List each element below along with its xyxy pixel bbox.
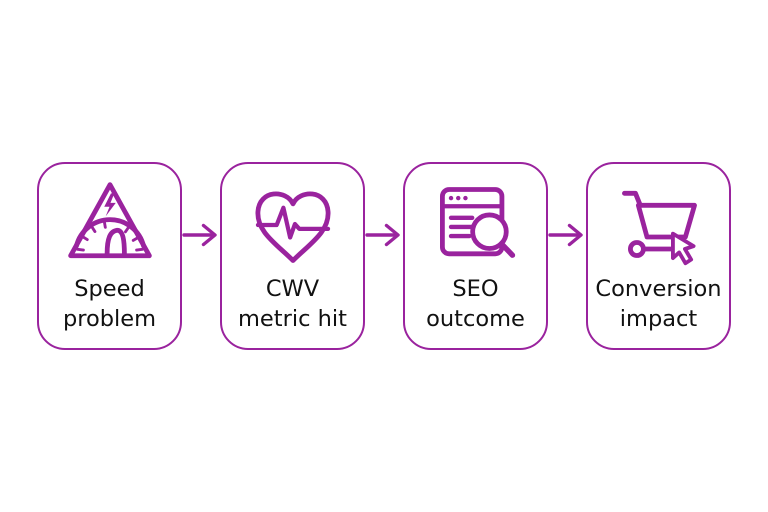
step-label-line2: metric hit	[238, 306, 347, 332]
arrow-right-icon	[182, 222, 220, 248]
step-box-cwv-metric-hit: CWV metric hit	[220, 162, 365, 350]
step-label-line2: problem	[62, 306, 157, 332]
step-label-line1: Speed	[74, 276, 145, 302]
arrow-right-icon	[365, 222, 403, 248]
step-label-line2: outcome	[426, 306, 525, 332]
gauge-warning-icon	[62, 177, 158, 273]
cart-cursor-icon	[611, 177, 707, 273]
arrow-right-icon	[548, 222, 586, 248]
step-box-seo-outcome: SEO outcome	[403, 162, 548, 350]
heart-pulse-icon	[245, 177, 341, 273]
step-label-line1: Conversion	[595, 276, 722, 302]
step-box-conversion-impact: Conversion impact	[586, 162, 731, 350]
step-label-conversion-impact: Conversion impact	[595, 274, 721, 334]
step-label-line2: impact	[619, 306, 698, 332]
step-label-speed-problem: Speed problem	[63, 274, 156, 334]
step-label-line1: SEO	[452, 276, 499, 302]
step-label-cwv-metric-hit: CWV metric hit	[238, 274, 347, 334]
step-box-speed-problem: Speed problem	[37, 162, 182, 350]
step-label-line1: CWV	[265, 276, 320, 302]
step-label-seo-outcome: SEO outcome	[426, 274, 525, 334]
browser-search-icon	[428, 177, 524, 273]
